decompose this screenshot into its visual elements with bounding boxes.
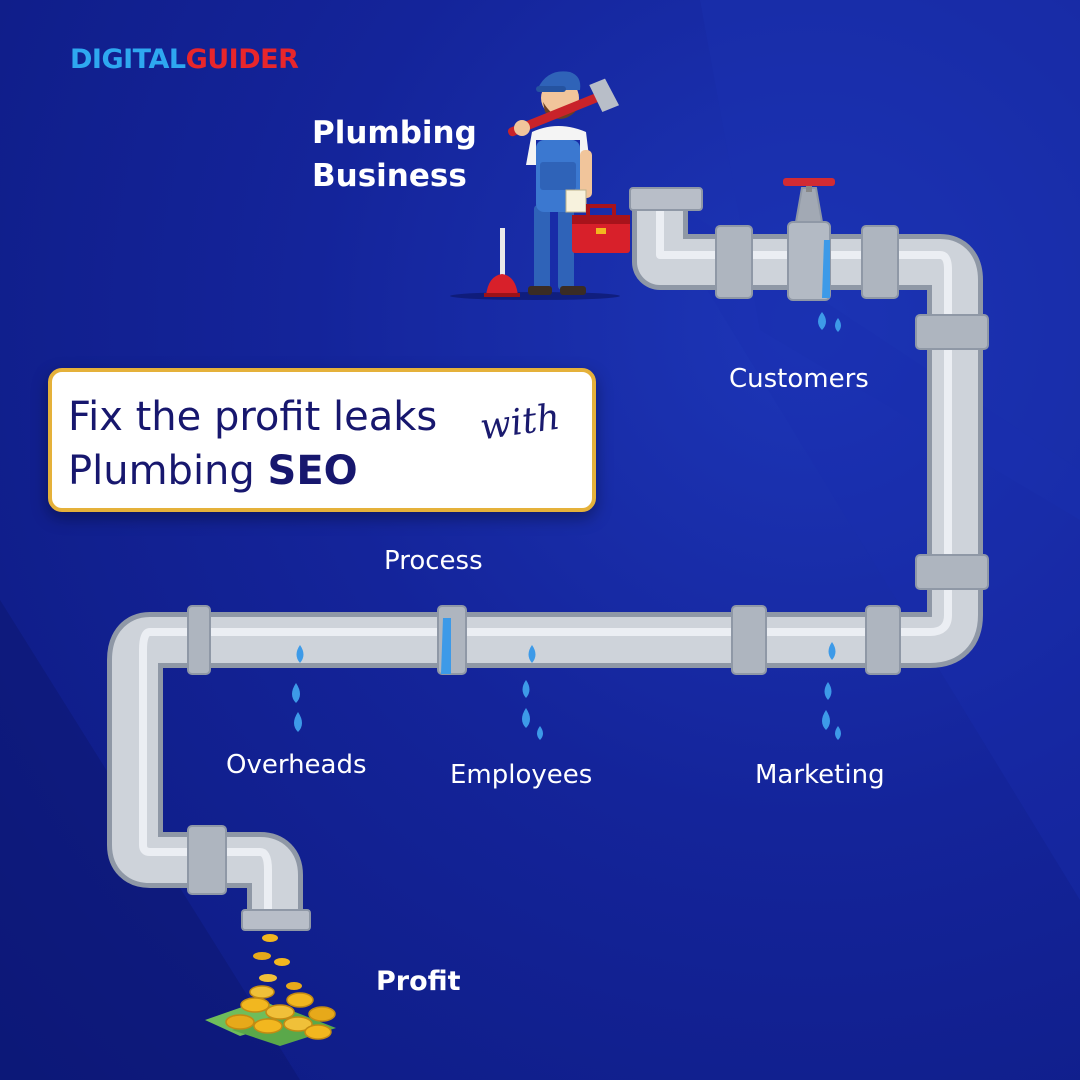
coins-pile-icon [205,934,336,1046]
headline-card: Fix the profit leaks with Plumbing SEO [48,368,596,512]
toolbox-icon [572,204,630,253]
page-title: Plumbing Business [312,112,477,198]
title-line-1: Plumbing [312,115,477,151]
label-profit: Profit [376,966,461,997]
label-process: Process [384,546,483,576]
headline-line-1: Fix the profit leaks [68,394,438,440]
brand-logo: DIGITALGUIDER [70,44,299,75]
title-line-2: Business [312,158,467,194]
label-overheads: Overheads [226,750,367,780]
water-drop-icon [818,312,826,330]
water-leaks [292,240,841,740]
plumber-illustration [450,71,630,300]
pipe [107,178,989,931]
label-customers: Customers [729,364,869,394]
headline-line-2: Plumbing SEO [68,448,358,494]
label-employees: Employees [450,760,593,790]
headline-line-2-text: Plumbing [68,448,268,494]
plunger-icon [484,228,520,297]
logo-part-digital: DIGITAL [70,44,186,75]
label-marketing: Marketing [755,760,885,790]
headline-script-word: with [477,396,563,449]
headline-seo: SEO [267,448,358,494]
logo-part-guider: GUIDER [185,44,299,75]
valve-icon [783,178,835,301]
